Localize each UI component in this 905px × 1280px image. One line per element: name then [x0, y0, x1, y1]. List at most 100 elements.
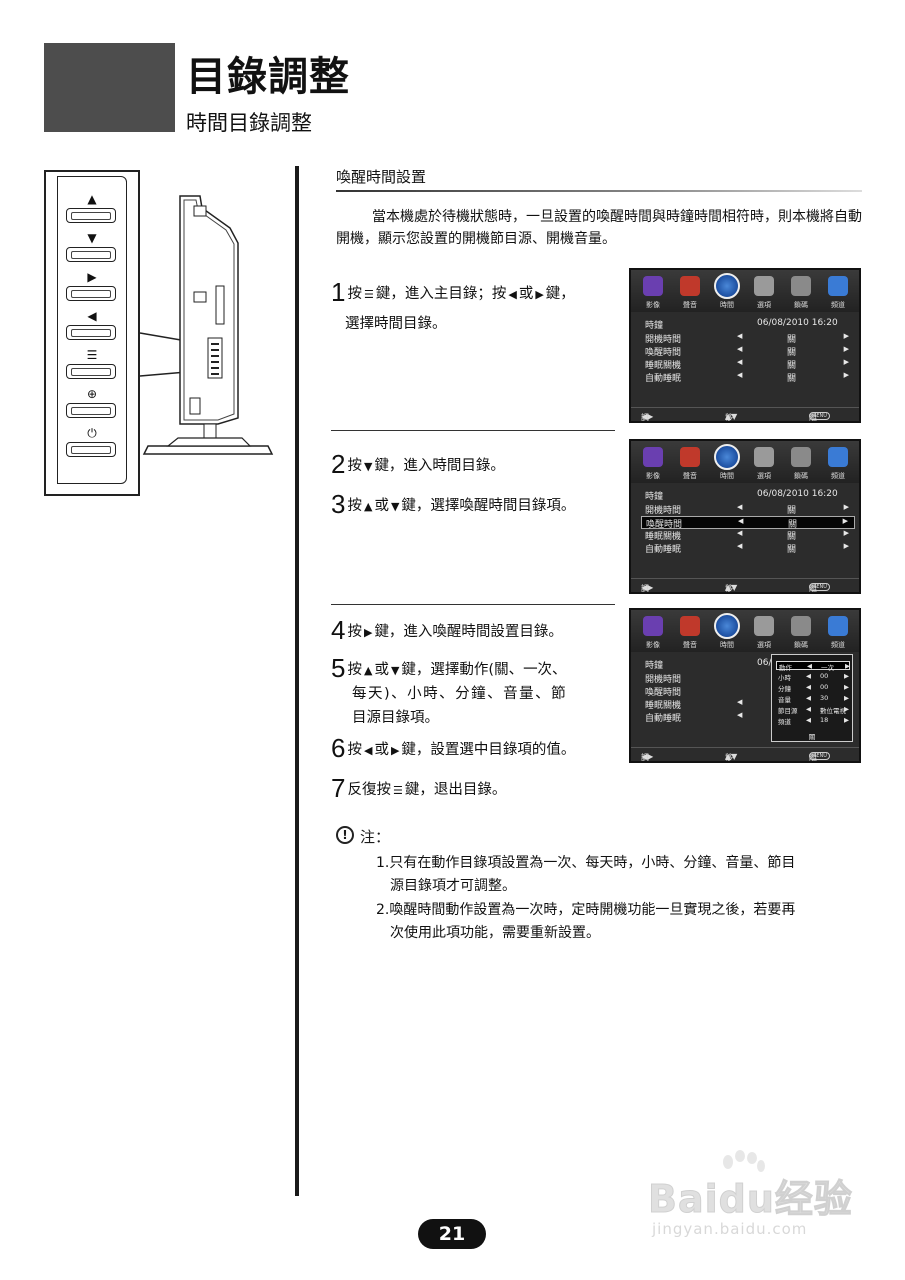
- tv-menu-footer: ◀▶ 調整 ▲▼ 移動 MENU 離開: [631, 407, 859, 421]
- right-arrow-icon: ▶: [844, 694, 849, 702]
- tv-menu-row: 喚醒時間: [645, 688, 682, 698]
- page-number: 21: [418, 1219, 486, 1249]
- left-right-icon: ◀▶: [641, 752, 654, 761]
- menu-icon: ☰: [363, 288, 374, 301]
- popup-row: 節目源◀數位電視▶: [778, 705, 849, 715]
- picture-icon: [643, 447, 663, 467]
- tv-menu-tab-label: 選項: [757, 301, 771, 309]
- menu-key-icon: MENU: [809, 583, 830, 591]
- wake-time-popup: 動作◀一次▶小時◀00▶分鐘◀00▶音量◀30▶節目源◀數位電視▶頻道◀18▶關: [771, 654, 853, 742]
- right-arrow-icon: ▶: [390, 744, 400, 757]
- left-right-icon: ◀▶: [641, 583, 654, 592]
- right-arrow-icon: ▶: [844, 716, 849, 724]
- menu-key-icon: MENU: [809, 752, 830, 760]
- right-arrow-icon: ▶: [842, 517, 848, 525]
- up-arrow-icon: ▲: [363, 500, 373, 513]
- tv-menu-row: 喚醒時間◀關▶: [641, 516, 855, 530]
- header-block: [44, 43, 175, 132]
- tv-menu-tab-label: 鎖碼: [794, 472, 808, 480]
- picture-icon: [643, 276, 663, 296]
- tv-menu-topbar: [631, 270, 859, 312]
- note-item-2: 2.喚醒時間動作設置為一次時，定時開機功能一旦實現之後，若要再 次使用此項功能，…: [376, 902, 796, 941]
- tv-menu-row: 開機時間◀關▶: [645, 503, 849, 516]
- down-arrow-icon: ▼: [390, 664, 400, 677]
- menu-icon: ☰: [392, 784, 403, 797]
- up-arrow-icon: ▲: [363, 664, 373, 677]
- tv-menu-tab-label: 時間: [720, 301, 734, 309]
- step-5-line2: 每天)、小時、分鐘、音量、節: [352, 686, 568, 702]
- lock-icon: [791, 447, 811, 467]
- tv-menu-tab-label: 頻道: [831, 472, 845, 480]
- menu-icon: ☰: [86, 348, 98, 362]
- right-arrow-icon: ▶: [843, 332, 849, 340]
- tv-menu-tab-label: 聲音: [683, 301, 697, 309]
- clock-icon: [714, 273, 740, 299]
- right-arrow-icon: ▶: [843, 371, 849, 379]
- tv-menu-row: 自動睡眠◀關▶: [645, 542, 849, 555]
- step-divider-1: [331, 430, 615, 431]
- left-arrow-icon: ◀: [737, 711, 743, 719]
- step-1-continued: 選擇時間目錄。: [345, 316, 447, 332]
- tv-menu-row: 睡眠關機◀關▶: [645, 358, 849, 371]
- right-arrow-icon: ▶: [843, 529, 849, 537]
- baidu-watermark: Baidu经验 jingyan.baidu.com: [640, 1150, 860, 1245]
- exclamation-icon: !: [336, 826, 354, 844]
- right-arrow-icon: ▶: [363, 626, 373, 639]
- note-item-1: 1.只有在動作目錄項設置為一次、每天時，小時、分鐘、音量、節目 源目錄項才可調整…: [376, 855, 796, 894]
- tv-menu-topbar: [631, 610, 859, 652]
- tv-menu-footer: ◀▶ 調整 ▲▼ 移動 MENU 離開: [631, 747, 859, 761]
- right-arrow-icon: ▶: [87, 270, 97, 284]
- options-gear-icon: [754, 447, 774, 467]
- tv-menu-row: 開機時間: [645, 675, 682, 685]
- step-5-line3: 目源目錄項。: [352, 710, 439, 726]
- left-arrow-icon: ◀: [737, 698, 743, 706]
- right-arrow-icon: ▶: [843, 358, 849, 366]
- tv-menu-tab-label: 選項: [757, 641, 771, 649]
- tv-menu-tab-label: 選項: [757, 472, 771, 480]
- page-subtitle: 時間目錄調整: [186, 111, 312, 135]
- up-arrow-icon: ▲: [87, 192, 97, 206]
- tv-menu-tab-label: 影像: [646, 472, 660, 480]
- channel-globe-icon: [828, 447, 848, 467]
- lock-icon: [791, 616, 811, 636]
- channel-globe-icon: [828, 276, 848, 296]
- right-arrow-icon: ▶: [845, 662, 850, 670]
- tv-menu-row: 開機時間◀關▶: [645, 332, 849, 345]
- left-arrow-icon: ◀: [806, 672, 811, 680]
- section-intro: 當本機處於待機狀態時，一旦設置的喚醒時間與時鐘時間相符時，則本機將自動開機，顯示…: [336, 209, 862, 247]
- up-down-icon: ▲▼: [725, 412, 738, 421]
- right-arrow-icon: ▶: [843, 503, 849, 511]
- left-arrow-icon: ◀: [737, 529, 743, 537]
- sound-icon: [680, 276, 700, 296]
- left-arrow-icon: ◀: [738, 517, 744, 525]
- menu-key-icon: MENU: [809, 412, 830, 420]
- watermark-brand: Baidu经验: [648, 1177, 853, 1222]
- popup-row: 頻道◀18▶: [778, 716, 849, 726]
- tv-menu-tab-label: 影像: [646, 301, 660, 309]
- left-arrow-icon: ◀: [363, 744, 373, 757]
- watermark-url: jingyan.baidu.com: [652, 1220, 808, 1238]
- input-source-icon: ⊕: [86, 387, 98, 401]
- popup-row: 動作◀一次▶: [776, 661, 850, 672]
- down-arrow-icon: ▼: [87, 231, 97, 245]
- page-title: 目錄調整: [186, 54, 350, 100]
- left-arrow-icon: ◀: [806, 694, 811, 702]
- left-arrow-icon: ◀: [737, 371, 743, 379]
- tv-menu-tab-label: 聲音: [683, 641, 697, 649]
- step-divider-2: [331, 604, 615, 605]
- left-arrow-icon: ◀: [806, 705, 811, 713]
- left-arrow-icon: ◀: [737, 332, 743, 340]
- channel-globe-icon: [828, 616, 848, 636]
- left-arrow-icon: ◀: [807, 662, 812, 670]
- left-arrow-icon: ◀: [737, 358, 743, 366]
- left-arrow-icon: ◀: [737, 503, 743, 511]
- tv-menu-tab-label: 聲音: [683, 472, 697, 480]
- remote-illustration-frame: [44, 170, 140, 496]
